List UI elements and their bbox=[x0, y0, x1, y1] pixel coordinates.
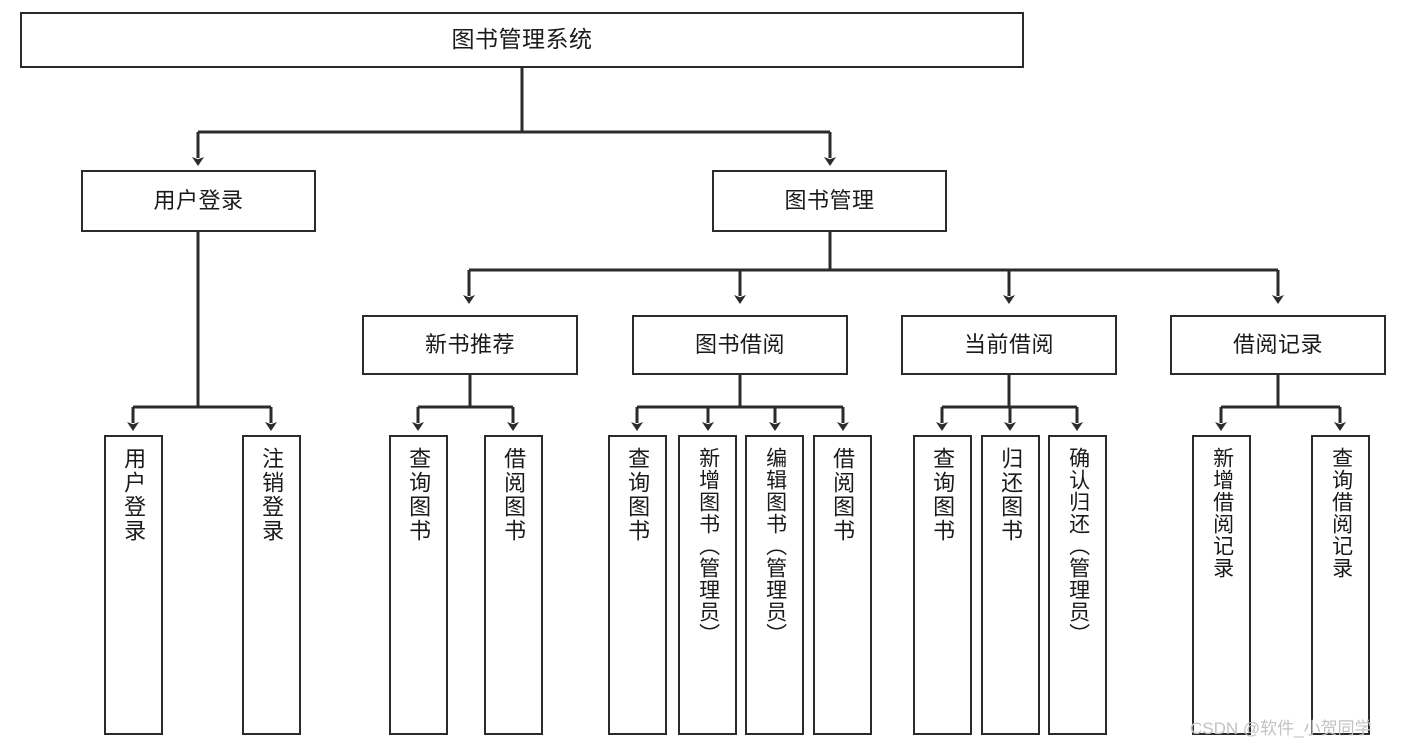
node-label: 用户登录 bbox=[121, 447, 147, 543]
leaf-add-book[interactable]: 新增图书（管理员） bbox=[678, 435, 737, 735]
node-label: 查询图书 bbox=[930, 447, 956, 543]
leaf-query-book-current[interactable]: 查询图书 bbox=[913, 435, 972, 735]
node-label: 新增图书（管理员） bbox=[696, 447, 720, 645]
node-label: 借阅图书 bbox=[501, 447, 527, 543]
node-label: 确认归还（管理员） bbox=[1066, 447, 1090, 645]
leaf-borrow-book[interactable]: 借阅图书 bbox=[813, 435, 872, 735]
node-label: 查询图书 bbox=[625, 447, 651, 543]
leaf-borrow-book-recommend[interactable]: 借阅图书 bbox=[484, 435, 543, 735]
node-book-borrow[interactable]: 图书借阅 bbox=[632, 315, 848, 375]
node-label: 查询借阅记录 bbox=[1329, 447, 1353, 579]
leaf-query-book-borrow[interactable]: 查询图书 bbox=[608, 435, 667, 735]
csdn-watermark: CSDN @软件_小贺同学 bbox=[1190, 719, 1372, 738]
node-label: 借阅记录 bbox=[1232, 332, 1323, 358]
leaf-query-book-recommend[interactable]: 查询图书 bbox=[389, 435, 448, 735]
node-borrow-record[interactable]: 借阅记录 bbox=[1170, 315, 1386, 375]
node-label: 注销登录 bbox=[259, 447, 285, 543]
node-label: 图书管理 bbox=[784, 188, 875, 214]
node-current-borrow[interactable]: 当前借阅 bbox=[901, 315, 1117, 375]
node-label: 用户登录 bbox=[153, 188, 244, 214]
node-new-book-recommend[interactable]: 新书推荐 bbox=[362, 315, 578, 375]
leaf-add-borrow-record[interactable]: 新增借阅记录 bbox=[1192, 435, 1251, 735]
node-label: 新增借阅记录 bbox=[1210, 447, 1234, 579]
leaf-user-login[interactable]: 用户登录 bbox=[104, 435, 163, 735]
node-label: 新书推荐 bbox=[424, 332, 515, 358]
leaf-return-book[interactable]: 归还图书 bbox=[981, 435, 1040, 735]
leaf-logout-login[interactable]: 注销登录 bbox=[242, 435, 301, 735]
node-user-login[interactable]: 用户登录 bbox=[81, 170, 316, 232]
node-label: 归还图书 bbox=[998, 447, 1024, 543]
node-label: 图书管理系统 bbox=[451, 26, 593, 53]
node-label: 查询图书 bbox=[406, 447, 432, 543]
node-book-manage[interactable]: 图书管理 bbox=[712, 170, 947, 232]
leaf-query-borrow-record[interactable]: 查询借阅记录 bbox=[1311, 435, 1370, 735]
leaf-edit-book[interactable]: 编辑图书（管理员） bbox=[745, 435, 804, 735]
node-label: 借阅图书 bbox=[830, 447, 856, 543]
node-label: 图书借阅 bbox=[694, 332, 785, 358]
node-root-book-management-system[interactable]: 图书管理系统 bbox=[20, 12, 1024, 68]
node-label: 当前借阅 bbox=[963, 332, 1054, 358]
leaf-confirm-return[interactable]: 确认归还（管理员） bbox=[1048, 435, 1107, 735]
node-label: 编辑图书（管理员） bbox=[763, 447, 787, 645]
